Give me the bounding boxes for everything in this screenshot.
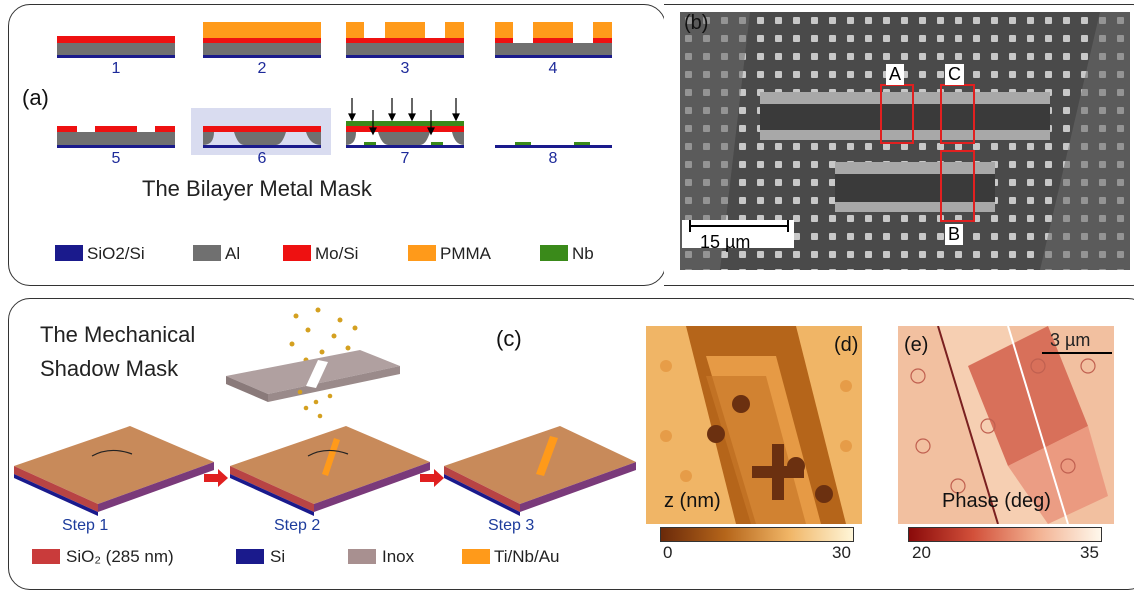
legend-label: Inox	[382, 547, 415, 566]
bilayer-process-diagram	[57, 22, 612, 155]
step-6-stack	[203, 126, 321, 148]
step-2-stack	[203, 22, 321, 58]
step-3-stack	[346, 22, 464, 58]
step-7-stack	[346, 98, 464, 148]
phase-scale-bar	[1042, 352, 1112, 354]
bilayer-title: The Bilayer Metal Mask	[142, 176, 372, 201]
afm-phase-image	[898, 326, 1114, 524]
colorbar-min-label: 0	[663, 543, 673, 562]
step-number: 4	[548, 60, 558, 77]
legend-swatch-al	[193, 245, 221, 261]
sem-image	[680, 12, 1130, 270]
step-5-stack	[57, 126, 175, 148]
phase-scale-bar-label: 3 µm	[1050, 330, 1091, 350]
legend-swatch-pmma	[408, 245, 436, 261]
step-number: 8	[548, 150, 558, 167]
step-number: 7	[400, 150, 410, 167]
sem-scale-bar-label: 15 µm	[700, 232, 751, 252]
colorbar-min-label: 20	[912, 543, 931, 562]
legend-label: Al	[225, 244, 241, 263]
shadow-mask-title-line2: Shadow Mask	[40, 356, 179, 381]
legend-label: SiO2/Si	[87, 244, 145, 263]
region-c-label: C	[945, 64, 964, 85]
step-number: 1	[111, 60, 121, 77]
colorbar-max-label: 35	[1080, 543, 1099, 562]
legend-swatch-si	[236, 549, 264, 564]
legend-swatch-mosi	[283, 245, 311, 261]
legend-swatch-sio2	[55, 245, 83, 261]
legend-swatch-sio2-285	[32, 549, 60, 564]
legend-swatch-inox	[348, 549, 376, 564]
step-2-label: Step 2	[274, 517, 321, 534]
legend-label: Nb	[572, 244, 594, 263]
region-a-label: A	[886, 64, 905, 85]
panel-e-tag: (e)	[904, 334, 929, 356]
panel-d-tag: (d)	[834, 334, 859, 356]
panel-a-tag: (a)	[22, 85, 49, 110]
topography-colorbar	[660, 527, 854, 542]
shadow-mask-diagram	[14, 307, 636, 516]
afm-topography-image	[646, 326, 862, 524]
step-number: 5	[111, 150, 121, 167]
step-number: 6	[257, 150, 267, 167]
legend-swatch-nb	[540, 245, 568, 261]
step-8-stack	[495, 142, 612, 148]
legend-swatch-tinbau	[462, 549, 490, 564]
legend-label: Ti/Nb/Au	[494, 547, 560, 566]
legend-label: PMMA	[440, 244, 491, 263]
step-3-label: Step 3	[488, 517, 535, 534]
legend-label: Si	[270, 547, 286, 566]
panel-c-tag: (c)	[496, 326, 522, 351]
panel-b-tag: (b)	[684, 12, 709, 34]
step-number: 2	[257, 60, 267, 77]
step-1-label: Step 1	[62, 517, 109, 534]
phase-colorbar	[908, 527, 1102, 542]
step-4-stack	[495, 22, 612, 58]
region-b-label: B	[945, 224, 964, 245]
legend-label: SiO₂ (285 nm)	[66, 547, 174, 566]
phase-quantity-label: Phase (deg)	[942, 490, 1051, 512]
step-1-stack	[57, 36, 175, 58]
legend-label: Mo/Si	[315, 244, 359, 263]
topography-quantity-label: z (nm)	[664, 490, 721, 512]
shadow-mask-title-line1: The Mechanical	[40, 322, 196, 347]
step-number: 3	[400, 60, 410, 77]
colorbar-max-label: 30	[832, 543, 851, 562]
